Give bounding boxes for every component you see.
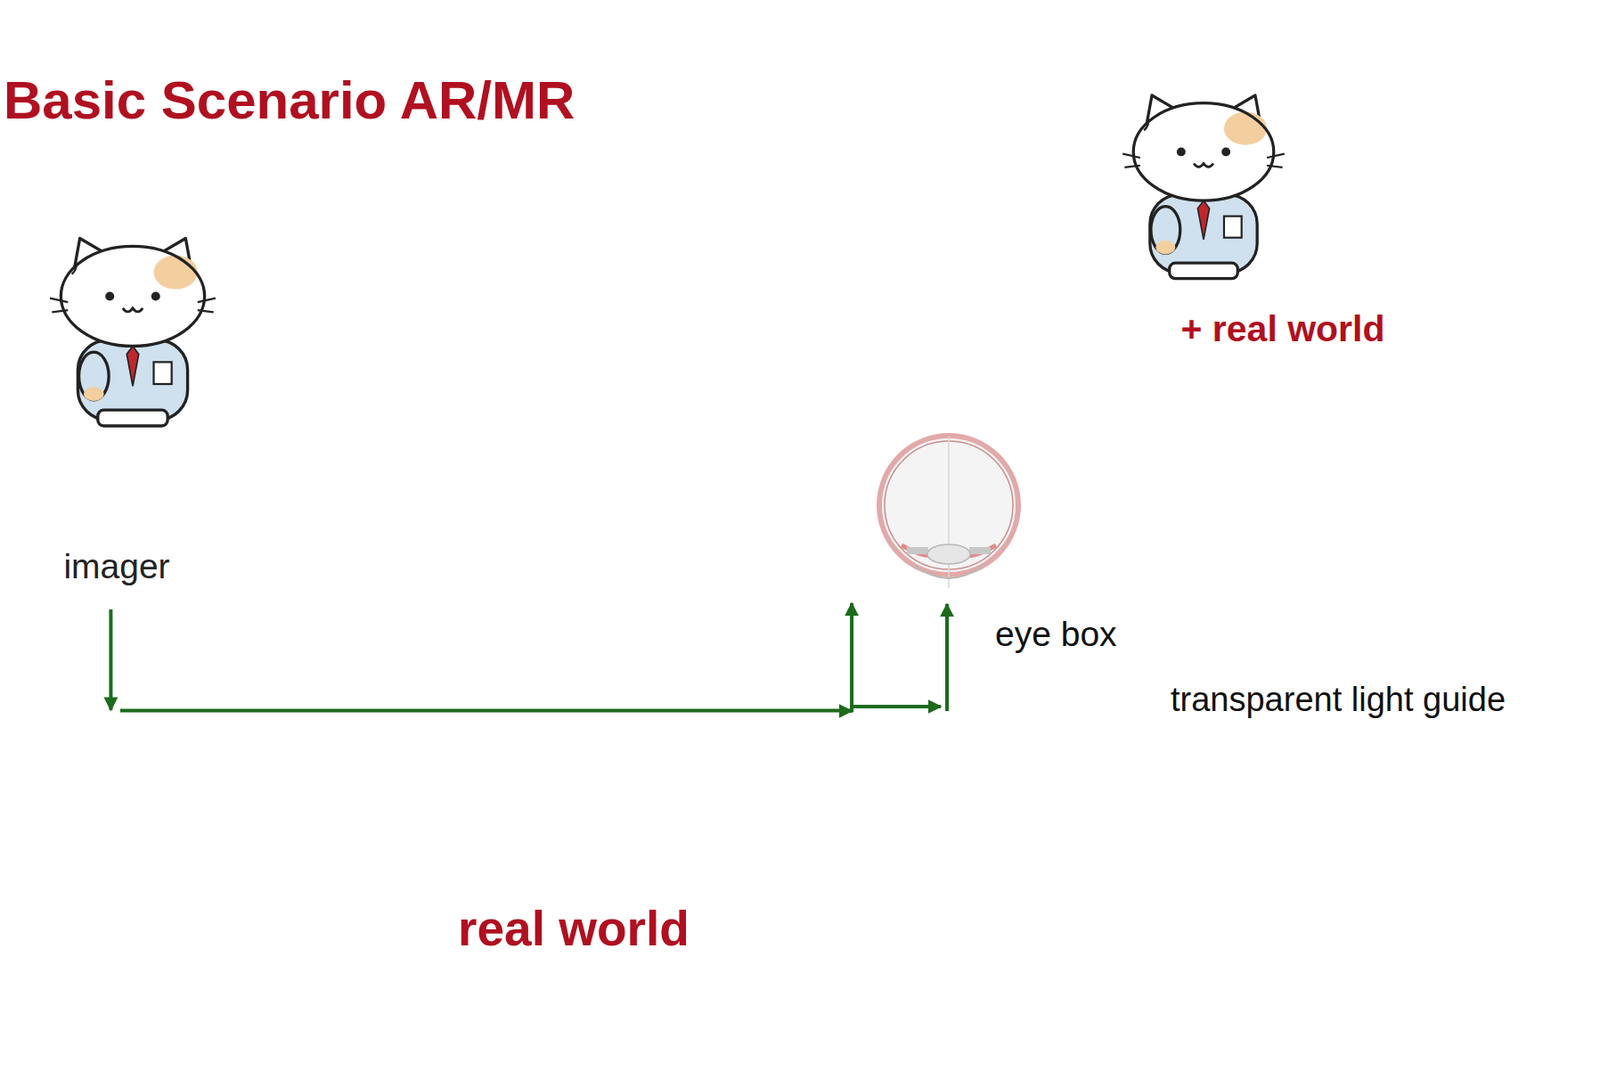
cloud-outline bbox=[1051, 22, 1515, 482]
light-guide: transparent light guide bbox=[9, 671, 1506, 729]
cat-figure bbox=[49, 237, 216, 426]
light-path-arrow bbox=[851, 704, 941, 709]
node-label: imager bbox=[63, 546, 170, 588]
node-label: real world bbox=[457, 900, 690, 957]
thought-cloud: + real world bbox=[1040, 9, 1526, 496]
node-label: transparent light guide bbox=[1170, 680, 1506, 720]
drawing-part bbox=[914, 564, 984, 579]
thought-bubble bbox=[1025, 343, 1097, 416]
real-world-arrow: real world bbox=[219, 799, 929, 1069]
title-rule bbox=[0, 168, 1600, 171]
imager-block: imager bbox=[32, 454, 201, 596]
eye-box: eye box bbox=[827, 600, 1118, 670]
block-arrow-outline bbox=[223, 801, 924, 1066]
drawing-part bbox=[969, 546, 991, 555]
eye-figure bbox=[879, 435, 1019, 588]
node-label: eye box bbox=[995, 614, 1118, 655]
eye-box-area bbox=[827, 600, 975, 670]
drawing-part bbox=[947, 436, 950, 588]
light-path-arrow bbox=[120, 603, 852, 711]
drawing-part bbox=[927, 544, 971, 564]
light-path-arrow bbox=[108, 609, 113, 711]
slide-title: Basic Scenario AR/MR bbox=[3, 69, 575, 131]
node-label: + real world bbox=[1180, 308, 1385, 351]
trapezoid-outline bbox=[34, 456, 200, 595]
drawing-part bbox=[906, 546, 929, 555]
thought-bubble bbox=[977, 406, 1003, 432]
light-guide-area bbox=[9, 671, 1153, 729]
light-path-arrow bbox=[945, 604, 949, 711]
thought-cloud-outline bbox=[1040, 9, 1526, 496]
thought-bubble bbox=[994, 376, 1046, 429]
cat-figure bbox=[1122, 95, 1285, 279]
